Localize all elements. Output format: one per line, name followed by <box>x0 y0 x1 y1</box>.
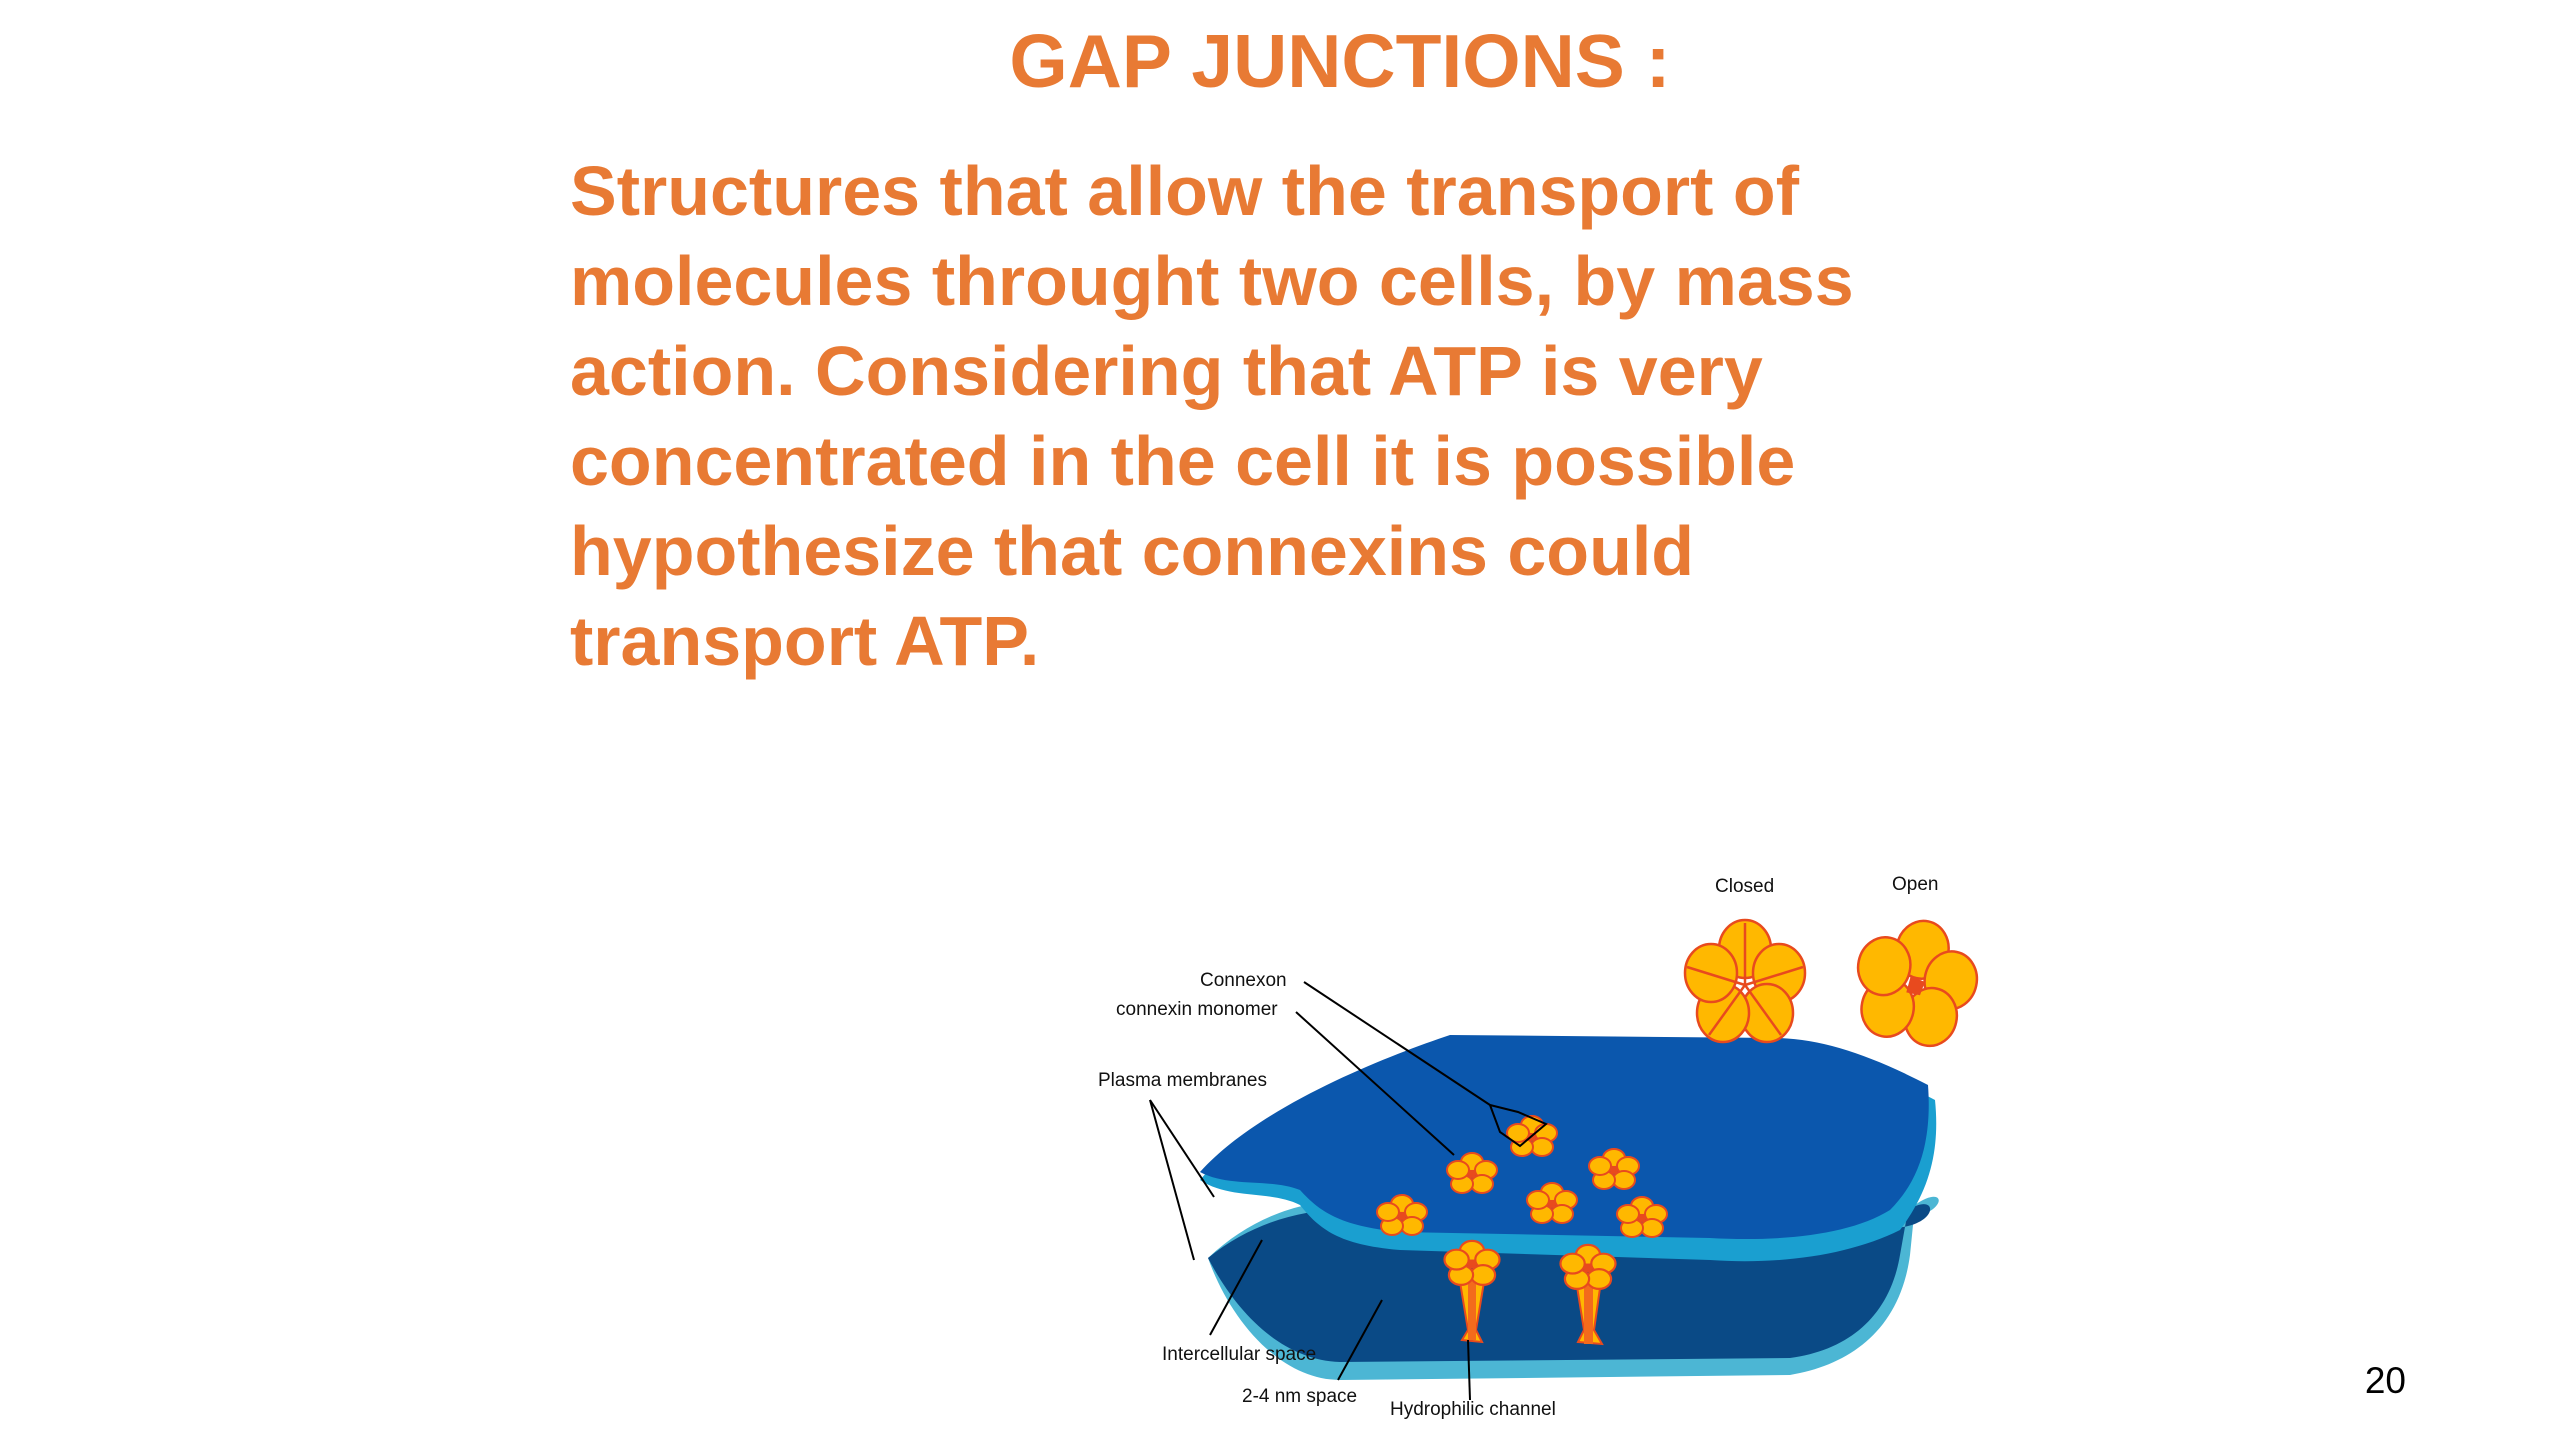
page-number: 20 <box>2364 1360 2406 1401</box>
open-connexon-icon <box>1856 919 1979 1048</box>
gap-junction-diagram: Closed Open Connexon connexin monomer Pl… <box>1098 874 1979 1420</box>
label-intercellular-space: Intercellular space <box>1162 1344 1316 1365</box>
label-closed: Closed <box>1715 876 1774 897</box>
closed-connexon-icon <box>1683 918 1807 1044</box>
label-connexin-monomer: connexin monomer <box>1116 999 1278 1020</box>
label-nm-space: 2-4 nm space <box>1242 1386 1357 1407</box>
hydrophilic-channels <box>1443 1239 1617 1346</box>
slide-title: GAP JUNCTIONS : <box>1009 19 1671 103</box>
leader-lines <box>1149 981 1548 1401</box>
label-hydrophilic-channel: Hydrophilic channel <box>1390 1399 1556 1420</box>
label-open: Open <box>1892 874 1938 895</box>
label-plasma-membranes: Plasma membranes <box>1098 1070 1267 1091</box>
label-connexon: Connexon <box>1200 970 1287 991</box>
slide-body-text: Structures that allow the transport of m… <box>570 152 1854 680</box>
